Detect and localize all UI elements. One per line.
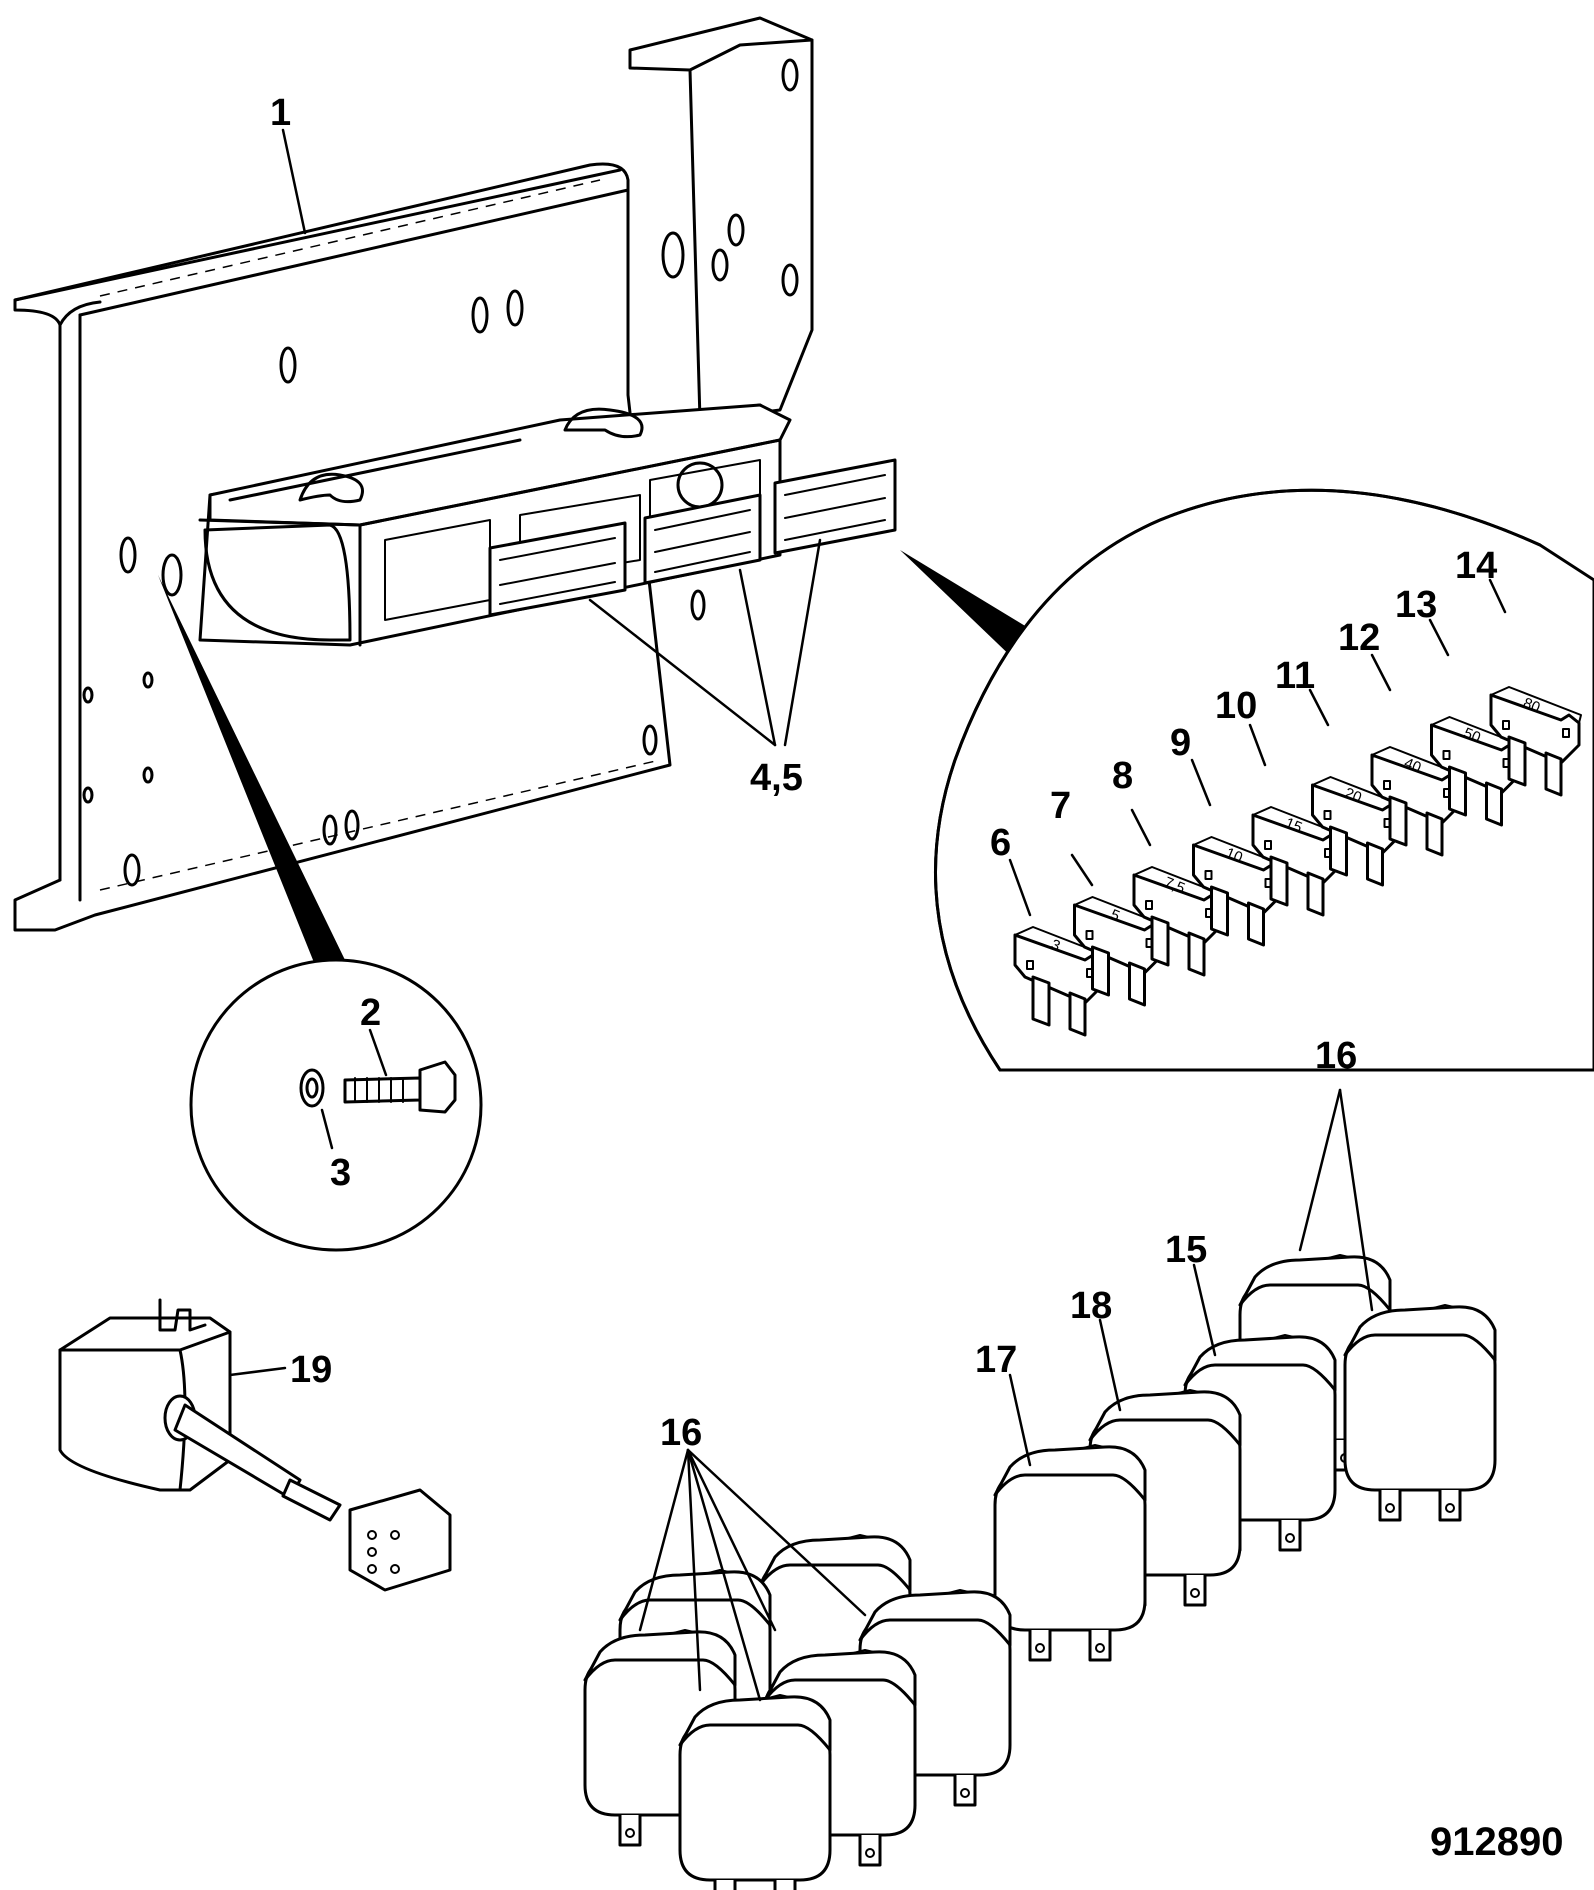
callout-2: 2: [360, 992, 381, 1034]
fuse-9: 10: [1192, 836, 1285, 947]
callout-19: 19: [290, 1349, 332, 1391]
callout-17: 17: [975, 1339, 1017, 1381]
relay-16-group-f: [678, 1694, 832, 1890]
callout-4-5: 4,5: [750, 757, 803, 799]
rear-bracket: [628, 16, 814, 422]
connector-1: [488, 521, 627, 617]
connector-3: [773, 458, 897, 555]
bolt-detail: [189, 958, 483, 1252]
callout-10: 10: [1215, 685, 1257, 727]
callout-15: 15: [1165, 1229, 1207, 1271]
callout-3: 3: [330, 1152, 351, 1194]
callout-8: 8: [1112, 755, 1133, 797]
fuse-rating-label: 15: [1283, 815, 1305, 837]
fuse-rating-label: 50: [1461, 725, 1483, 747]
fuse-rating-label: 20: [1342, 785, 1364, 807]
callout-14: 14: [1455, 545, 1497, 587]
callout-12: 12: [1338, 617, 1380, 659]
fuse-8: 7,5: [1132, 866, 1225, 977]
callout-1: 1: [270, 92, 291, 134]
callout-7: 7: [1050, 785, 1071, 827]
relay-19: [58, 1298, 452, 1592]
callout-16-right: 16: [1315, 1035, 1357, 1077]
callout-6: 6: [990, 822, 1011, 864]
fuse-rating-label: 10: [1223, 845, 1245, 867]
fuse-14: 80: [1489, 686, 1582, 797]
callout-18: 18: [1070, 1285, 1112, 1327]
fuse-box: [198, 403, 792, 647]
detail-pointer-fuses: [900, 550, 1040, 665]
callouts: 1 2 3 4,5 6 7 8 9 10 11 12 13 14 15 16 1…: [270, 92, 1563, 1864]
callout-16-group: 16: [660, 1412, 702, 1454]
fuse-rating-label: 7,5: [1162, 874, 1188, 898]
callout-11: 11: [1275, 655, 1315, 697]
leader-lines: [228, 128, 1507, 1702]
relay-group: [583, 1254, 1497, 1890]
relay-17: [993, 1444, 1147, 1662]
detail-pointer-bolt: [158, 575, 345, 965]
callout-13: 13: [1395, 584, 1437, 626]
figure-number: 912890: [1430, 1820, 1563, 1864]
relay-16-front: [1343, 1304, 1497, 1522]
fuse-rating-label: 40: [1402, 755, 1424, 777]
connector-2: [643, 493, 762, 585]
callout-9: 9: [1170, 722, 1191, 764]
fuse-rating-label: 80: [1521, 695, 1543, 717]
